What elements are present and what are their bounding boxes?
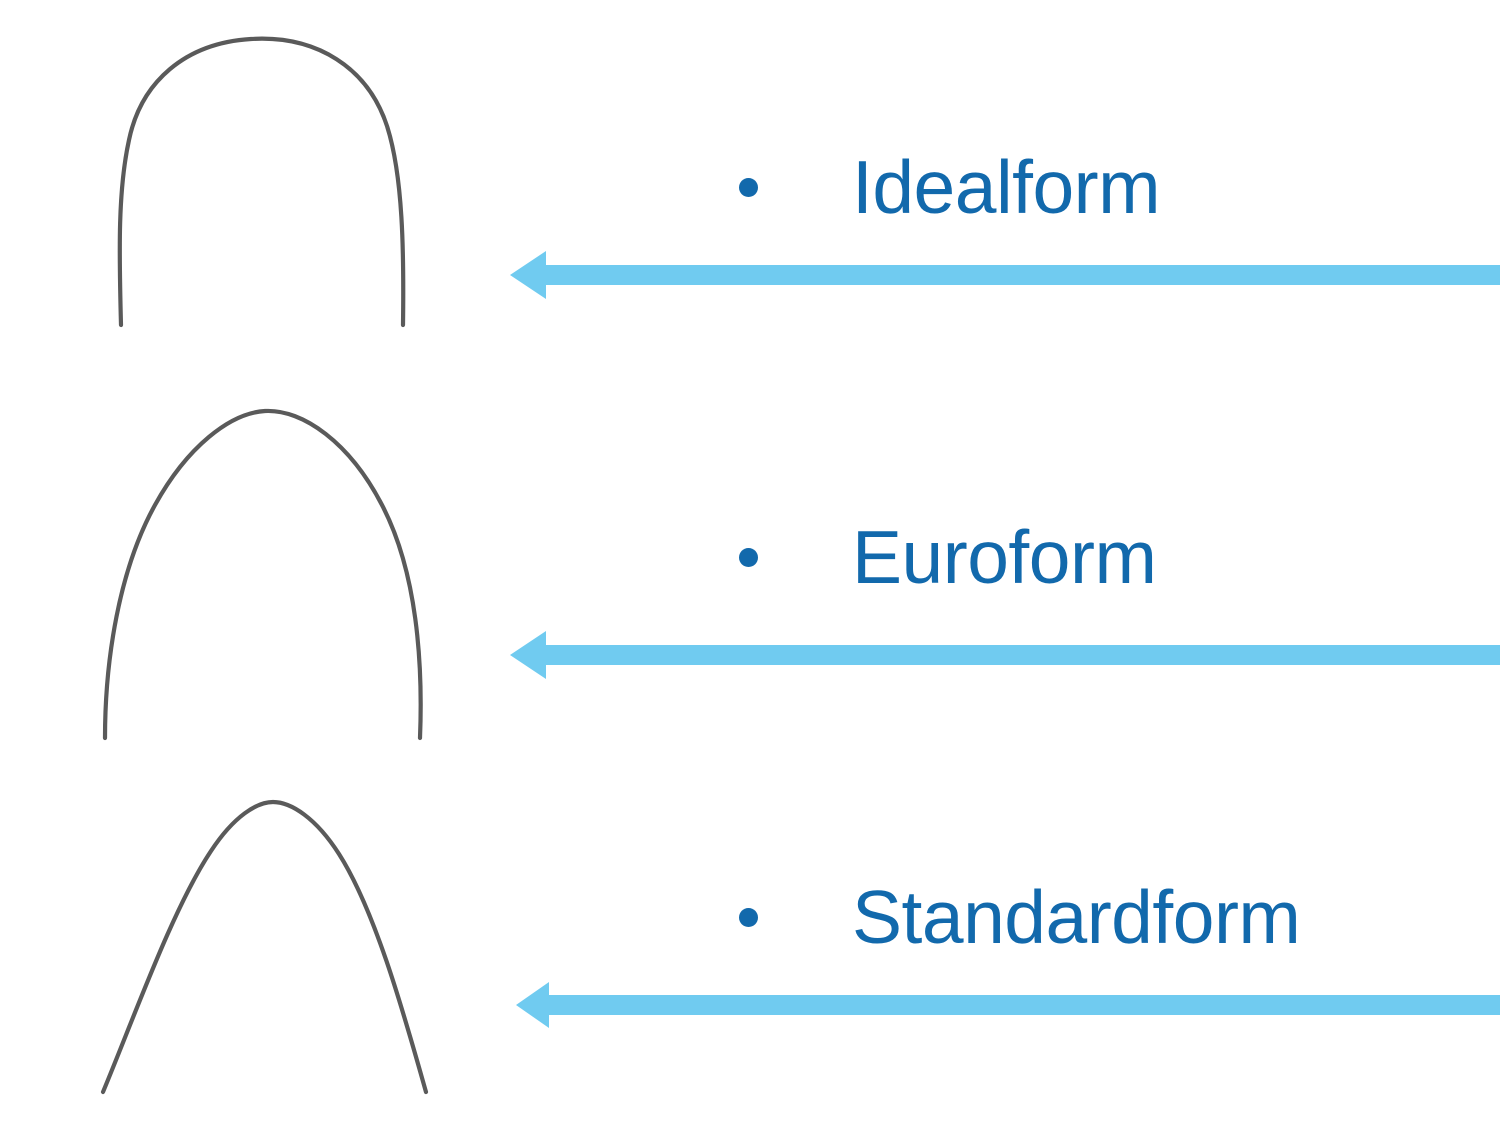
euroform-archwire xyxy=(75,395,475,745)
bullet-dot-icon xyxy=(739,907,758,927)
archwire-curve-icon xyxy=(100,799,429,1095)
bullet-dot-icon xyxy=(739,547,758,567)
left-arrow-euroform xyxy=(510,628,1500,682)
left-arrow-icon xyxy=(510,631,1500,679)
bullet-label-euroform: Euroform xyxy=(852,515,1157,599)
left-arrow-standardform xyxy=(516,980,1500,1030)
bullet-row-idealform: Idealform xyxy=(739,145,1161,229)
bullet-row-standardform: Standardform xyxy=(739,875,1301,959)
bullet-row-euroform: Euroform xyxy=(739,515,1157,599)
idealform-archwire xyxy=(85,20,485,340)
bullet-label-standardform: Standardform xyxy=(852,875,1301,959)
bullet-dot-icon xyxy=(739,177,758,197)
standardform-archwire xyxy=(75,780,475,1110)
left-arrow-icon xyxy=(516,982,1500,1028)
bullet-label-idealform: Idealform xyxy=(852,145,1161,229)
left-arrow-icon xyxy=(510,251,1500,299)
archwire-curve-icon xyxy=(117,36,406,328)
left-arrow-idealform xyxy=(510,248,1500,302)
archwire-curve-icon xyxy=(102,408,423,741)
